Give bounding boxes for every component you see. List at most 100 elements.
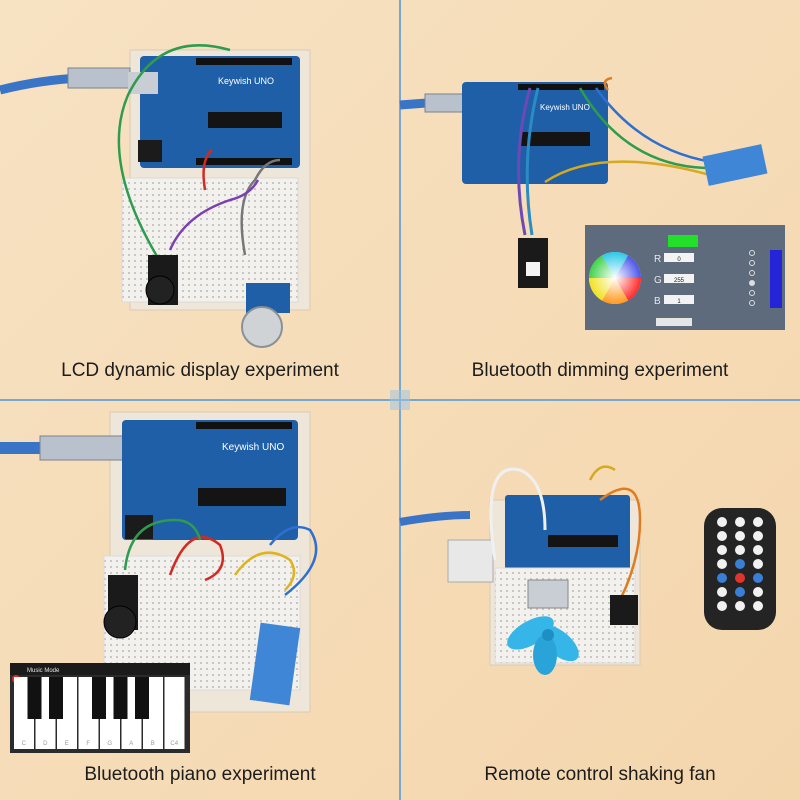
mcu-chip — [520, 132, 590, 146]
remote-button[interactable] — [735, 517, 745, 527]
remote-button[interactable] — [717, 559, 727, 569]
piano-note-label: A — [129, 741, 133, 747]
piano-key-c4[interactable] — [164, 677, 185, 749]
remote-button[interactable] — [735, 545, 745, 555]
radio-option[interactable] — [749, 300, 755, 306]
label-r: R — [654, 254, 661, 265]
divider-center-glow — [390, 390, 410, 410]
piano-note-label: G — [107, 741, 112, 747]
board-brand-label: Keywish UNO — [218, 76, 274, 86]
remote-button[interactable] — [717, 587, 727, 597]
remote-control — [704, 508, 776, 630]
remote-button[interactable] — [735, 531, 745, 541]
field-b[interactable] — [664, 295, 694, 304]
radio-option[interactable] — [749, 280, 755, 286]
remote-keypad — [717, 517, 763, 611]
remote-button[interactable] — [753, 531, 763, 541]
mcu-chip — [198, 488, 286, 506]
remote-button[interactable] — [753, 573, 763, 583]
value-g: 255 — [674, 278, 685, 284]
remote-button[interactable] — [735, 573, 745, 583]
power-jack — [138, 140, 162, 162]
piano-note-label: C — [22, 741, 27, 747]
piano-note-label: F — [86, 741, 90, 747]
remote-button[interactable] — [717, 531, 727, 541]
bluetooth-module — [702, 144, 768, 186]
caption-lcd: LCD dynamic display experiment — [61, 360, 339, 381]
usb-plug — [67, 67, 131, 89]
label-b: B — [654, 296, 661, 307]
header-top — [518, 84, 604, 90]
radio-option[interactable] — [749, 290, 755, 296]
piano-black-key[interactable] — [113, 677, 128, 719]
piano-note-label: E — [65, 741, 69, 747]
value-r: 0 — [677, 257, 681, 263]
wire-yellow — [233, 551, 296, 591]
bluetooth-module — [249, 622, 301, 706]
radio-option[interactable] — [749, 260, 755, 266]
caption-bluetooth-piano: Bluetooth piano experiment — [84, 764, 316, 785]
header-top — [196, 422, 292, 429]
ir-receiver-module — [610, 595, 638, 625]
mcu-chip — [548, 535, 618, 547]
app-button[interactable] — [656, 318, 692, 326]
buzzer — [103, 605, 137, 639]
stepper-driver — [447, 539, 494, 583]
breadboard — [121, 177, 299, 303]
remote-button[interactable] — [753, 545, 763, 555]
header-top — [196, 58, 292, 65]
wire-blue — [269, 525, 318, 596]
remote-button[interactable] — [717, 573, 727, 583]
wire-red — [168, 535, 225, 582]
piano-note-label: C4 — [170, 741, 178, 747]
value-b: 1 — [677, 299, 681, 305]
header-bottom — [196, 158, 292, 165]
radio-option[interactable] — [749, 250, 755, 256]
piano-black-key[interactable] — [49, 677, 63, 719]
wire-bundle — [517, 87, 532, 236]
wire-blue — [594, 87, 713, 164]
fan-propeller — [507, 616, 579, 675]
remote-button[interactable] — [735, 559, 745, 569]
remote-button[interactable] — [717, 517, 727, 527]
wire-orange — [603, 76, 613, 91]
wire-red — [202, 149, 213, 191]
remote-button[interactable] — [735, 587, 745, 597]
field-r[interactable] — [664, 253, 694, 262]
piano-black-key[interactable] — [92, 677, 106, 719]
remote-button[interactable] — [717, 545, 727, 555]
wire-green — [123, 518, 202, 571]
remote-button[interactable] — [753, 559, 763, 569]
panel-lcd-experiment: Keywish UNO — [0, 44, 311, 348]
motor-body — [527, 579, 569, 609]
piano-black-key[interactable] — [27, 677, 42, 719]
buzzer — [145, 275, 175, 305]
label-g: G — [654, 275, 662, 286]
wire-yellow — [588, 465, 616, 481]
caption-bluetooth-dimming: Bluetooth dimming experiment — [472, 360, 729, 381]
mcu-chip — [208, 112, 282, 128]
color-preview-bar — [770, 250, 782, 308]
wire-grey — [240, 158, 281, 256]
remote-button[interactable] — [753, 517, 763, 527]
radio-option[interactable] — [749, 270, 755, 276]
wire-green — [578, 87, 706, 170]
wire-orange — [599, 487, 642, 601]
field-g[interactable] — [664, 274, 694, 283]
wire-white — [489, 467, 547, 561]
board-brand-label: Keywish UNO — [222, 442, 284, 453]
remote-button[interactable] — [717, 601, 727, 611]
remote-button[interactable] — [753, 587, 763, 597]
panel-remote-fan — [399, 465, 776, 675]
wire-yellow — [544, 160, 711, 184]
board-brand-label: Keywish UNO — [540, 103, 590, 112]
remote-button[interactable] — [735, 601, 745, 611]
remote-button[interactable] — [753, 601, 763, 611]
piano-note-label: D — [43, 741, 48, 747]
color-swatch — [668, 235, 698, 247]
piano-black-key[interactable] — [135, 677, 149, 719]
